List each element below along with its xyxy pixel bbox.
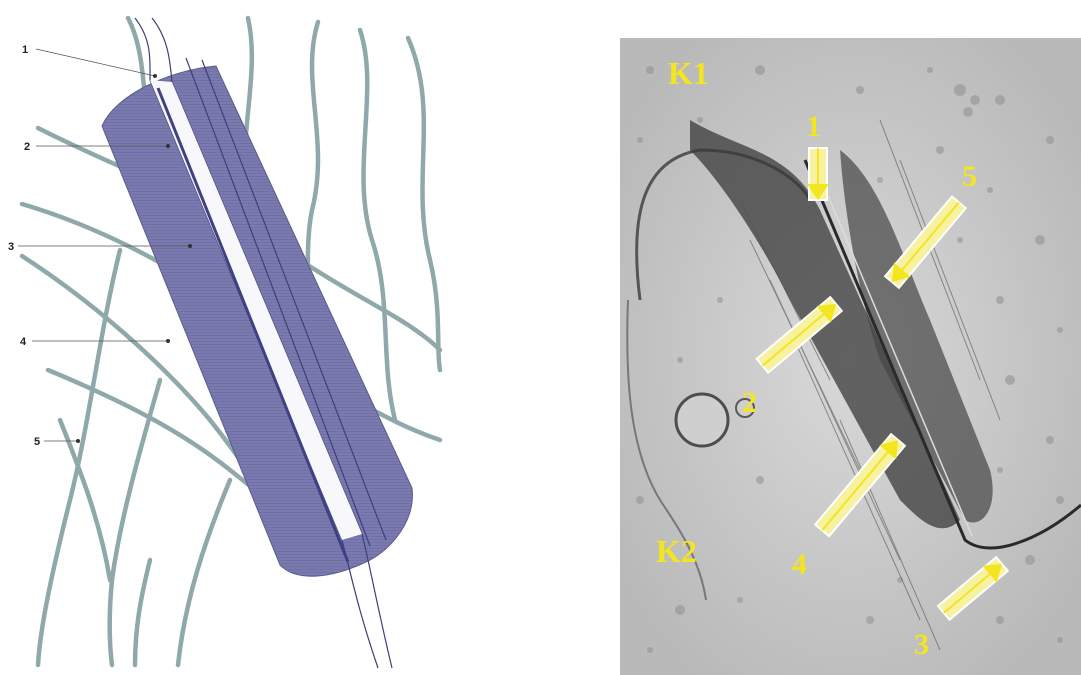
diagram-label-2: 2	[24, 141, 30, 153]
desmosome-diagram: 1 2 3 4 5	[8, 18, 440, 668]
arrow-1	[807, 148, 829, 200]
cell-label-k2: K2	[656, 533, 697, 569]
vesicle	[676, 394, 728, 446]
diagram-label-3: 3	[8, 241, 14, 253]
diagram-label-1: 1	[22, 44, 28, 56]
arrow-label-2: 2	[742, 386, 757, 419]
arrow-label-4: 4	[792, 548, 807, 581]
diagram-label-5: 5	[34, 436, 40, 448]
arrow-label-1: 1	[806, 110, 821, 143]
electron-micrograph: K1 K2 1 2 3 4 5	[620, 38, 1081, 675]
arrow-label-3: 3	[914, 628, 929, 661]
cell-label-k1: K1	[668, 55, 709, 91]
arrow-label-5: 5	[962, 160, 977, 193]
diagram-label-4: 4	[20, 336, 27, 348]
